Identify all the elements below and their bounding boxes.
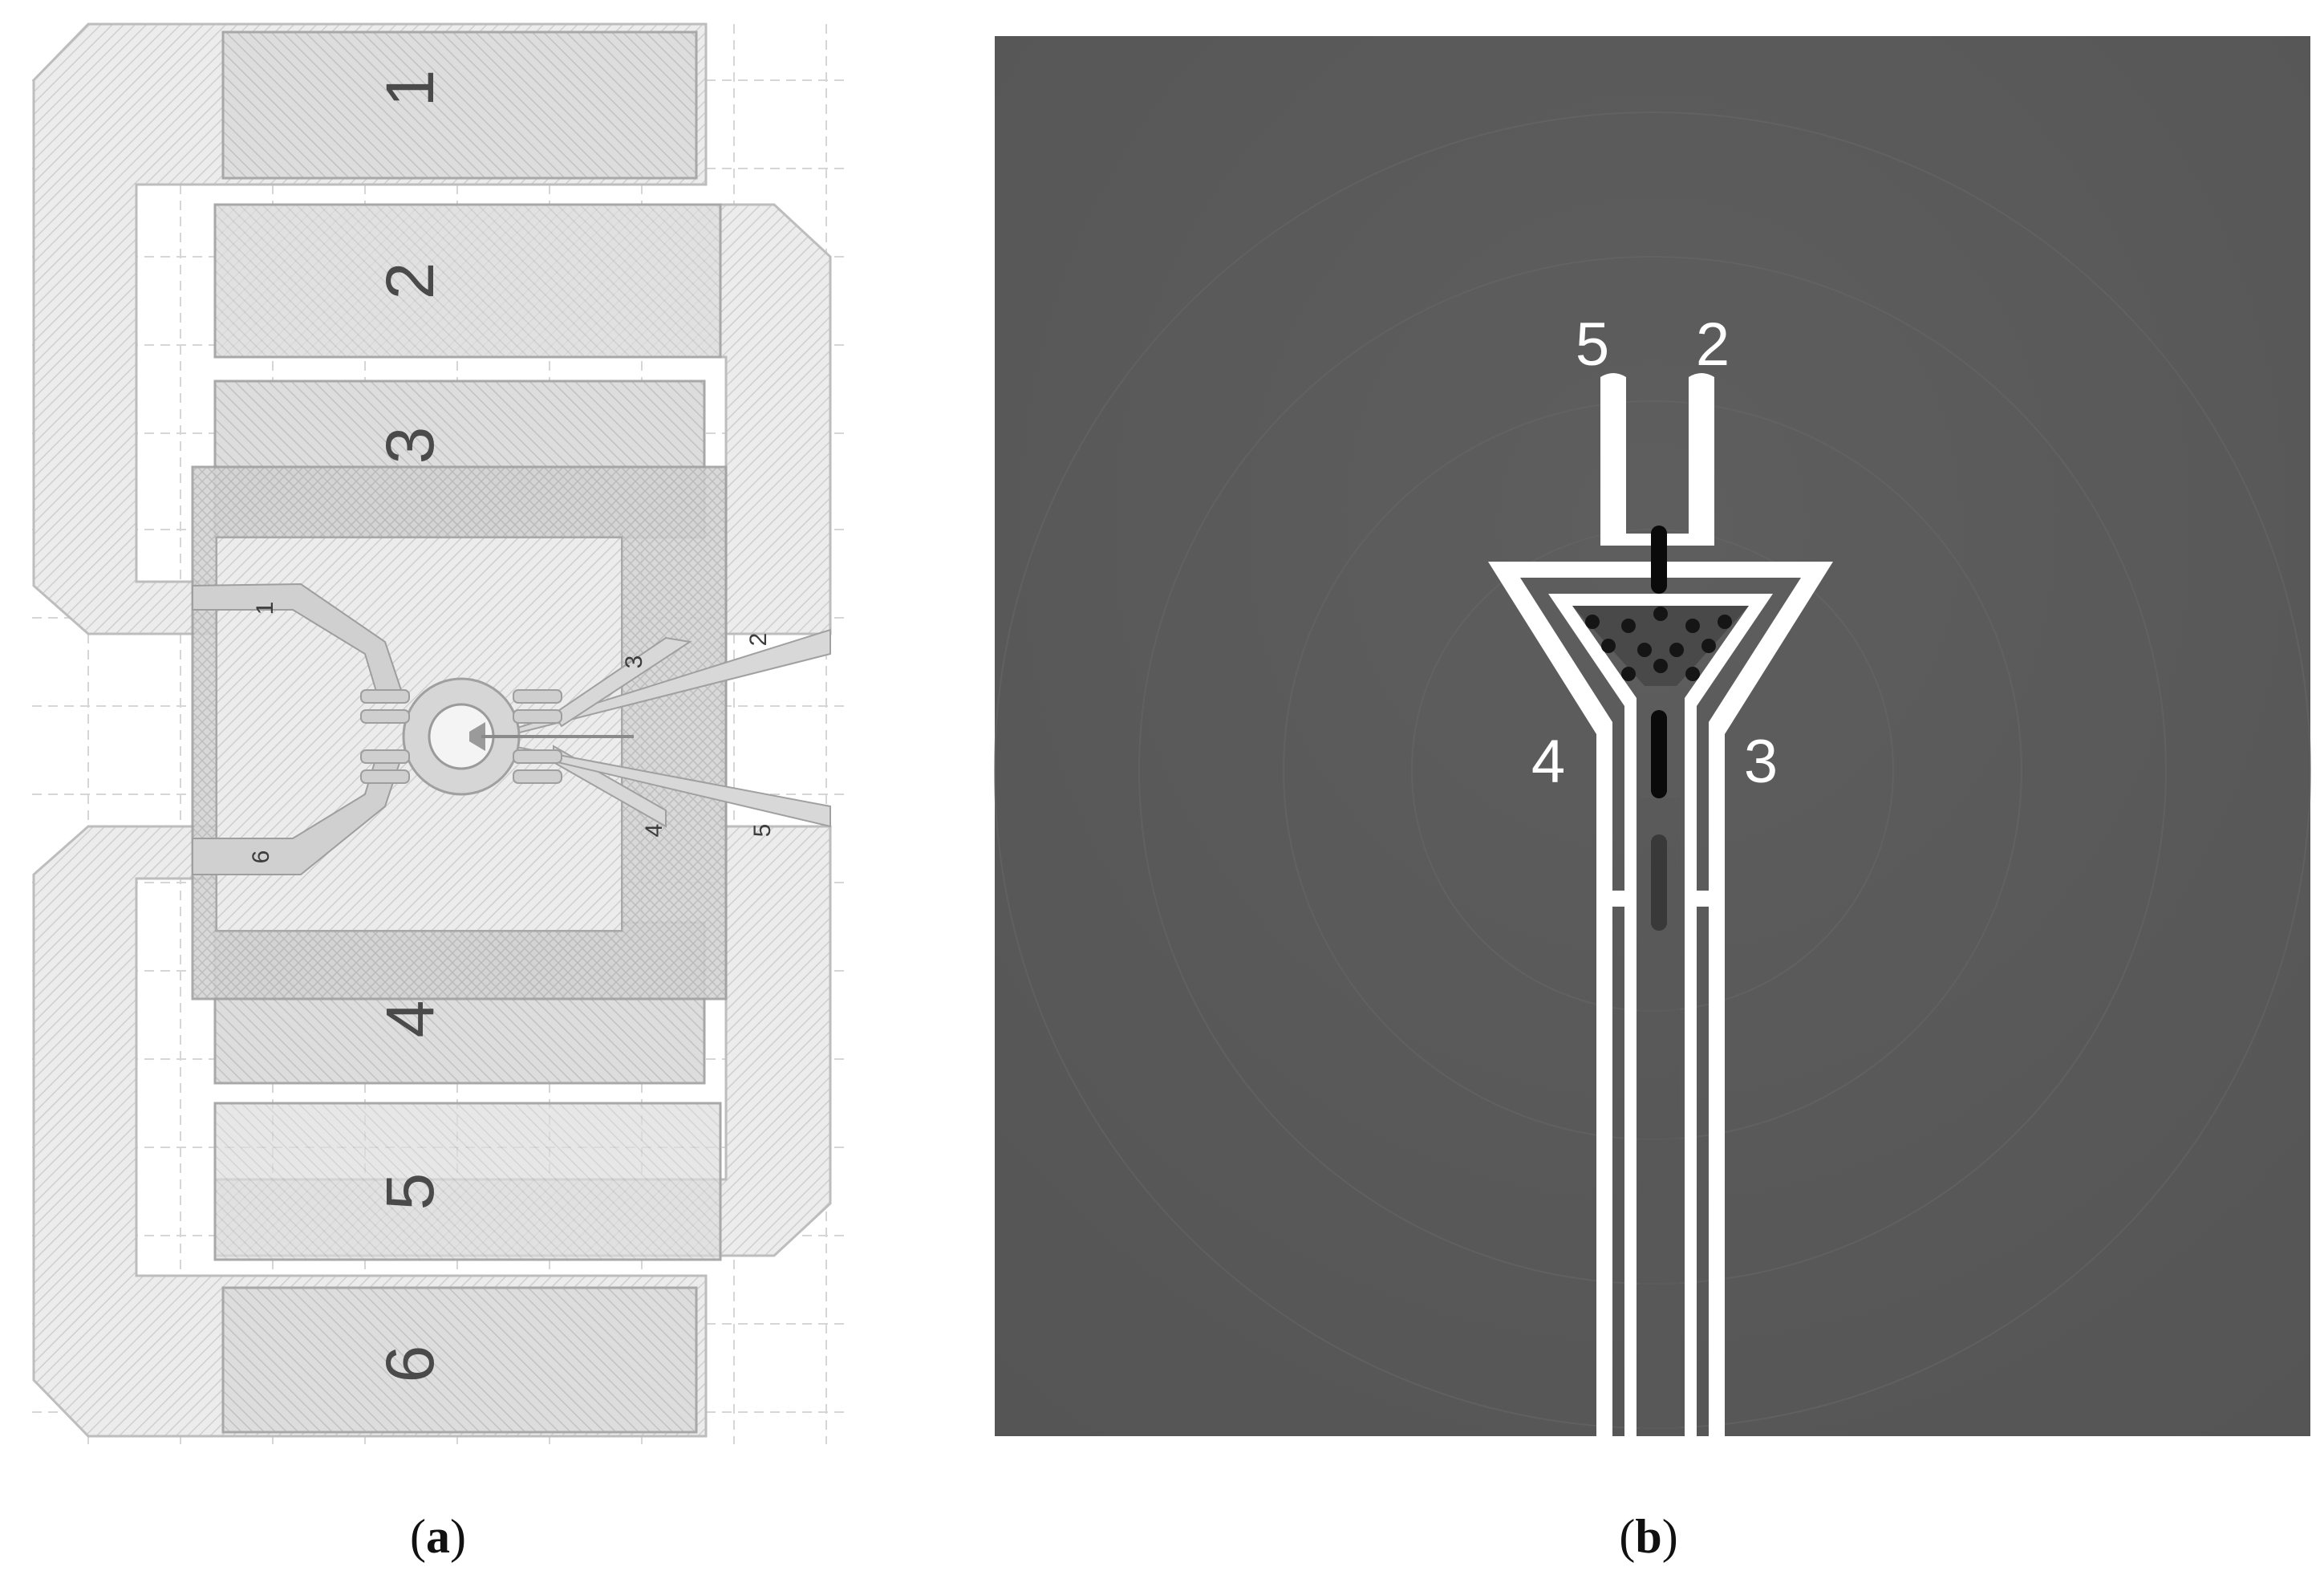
pad-label-2: 2 bbox=[372, 262, 448, 300]
lead-label-1: 1 bbox=[252, 602, 278, 615]
island-dots bbox=[1585, 607, 1732, 681]
caption-a-letter: a bbox=[426, 1510, 450, 1563]
contact-pad-6 bbox=[221, 1286, 698, 1434]
central-device bbox=[360, 677, 634, 796]
caption-a: (a) bbox=[410, 1510, 466, 1563]
lead-number-labels: 1 2 3 4 5 6 bbox=[248, 602, 776, 864]
electrode-label-5: 5 bbox=[1576, 311, 1609, 379]
caption-a-open: ( bbox=[410, 1510, 426, 1563]
lead-label-6: 6 bbox=[248, 850, 274, 864]
panel-b-sem-image: 5 2 4 3 (b) bbox=[994, 36, 2311, 1563]
lead-label-3: 3 bbox=[621, 656, 647, 669]
contact-pad-1 bbox=[221, 30, 698, 180]
central-channel bbox=[1639, 798, 1681, 1436]
caption-b-close: ) bbox=[1662, 1510, 1678, 1563]
caption-b: (b) bbox=[1619, 1510, 1677, 1563]
pad-label-5: 5 bbox=[372, 1173, 448, 1211]
pad-label-6: 6 bbox=[372, 1346, 448, 1383]
pad-number-labels: 1 2 3 4 5 6 bbox=[372, 70, 448, 1383]
caption-a-close: ) bbox=[450, 1510, 466, 1563]
gap-middle bbox=[1651, 710, 1667, 798]
electrode-label-2: 2 bbox=[1696, 311, 1730, 379]
pad-label-1: 1 bbox=[372, 70, 448, 108]
electrode-5-arm bbox=[1600, 373, 1653, 546]
electrode-2-arm bbox=[1665, 373, 1714, 546]
contact-pad-5 bbox=[213, 1102, 722, 1261]
contact-pad-2 bbox=[213, 203, 722, 359]
lead-label-4: 4 bbox=[641, 824, 667, 838]
pad-label-4: 4 bbox=[372, 1001, 448, 1038]
island-triangle bbox=[1572, 606, 1749, 686]
caption-b-letter: b bbox=[1635, 1510, 1661, 1563]
electrode-label-3: 3 bbox=[1744, 728, 1778, 796]
electrode-structure bbox=[1488, 373, 1833, 1436]
gap-top bbox=[1651, 526, 1667, 594]
lead-label-5: 5 bbox=[749, 824, 776, 838]
pad-label-3: 3 bbox=[372, 427, 448, 465]
electrode-label-4: 4 bbox=[1531, 728, 1565, 796]
panel-a-layout: 1 2 3 4 5 6 1 2 3 4 5 6 (a) bbox=[32, 22, 850, 1563]
caption-b-open: ( bbox=[1619, 1510, 1635, 1563]
lead-label-2: 2 bbox=[745, 633, 772, 647]
electrode-labels: 5 2 4 3 bbox=[1531, 311, 1778, 796]
